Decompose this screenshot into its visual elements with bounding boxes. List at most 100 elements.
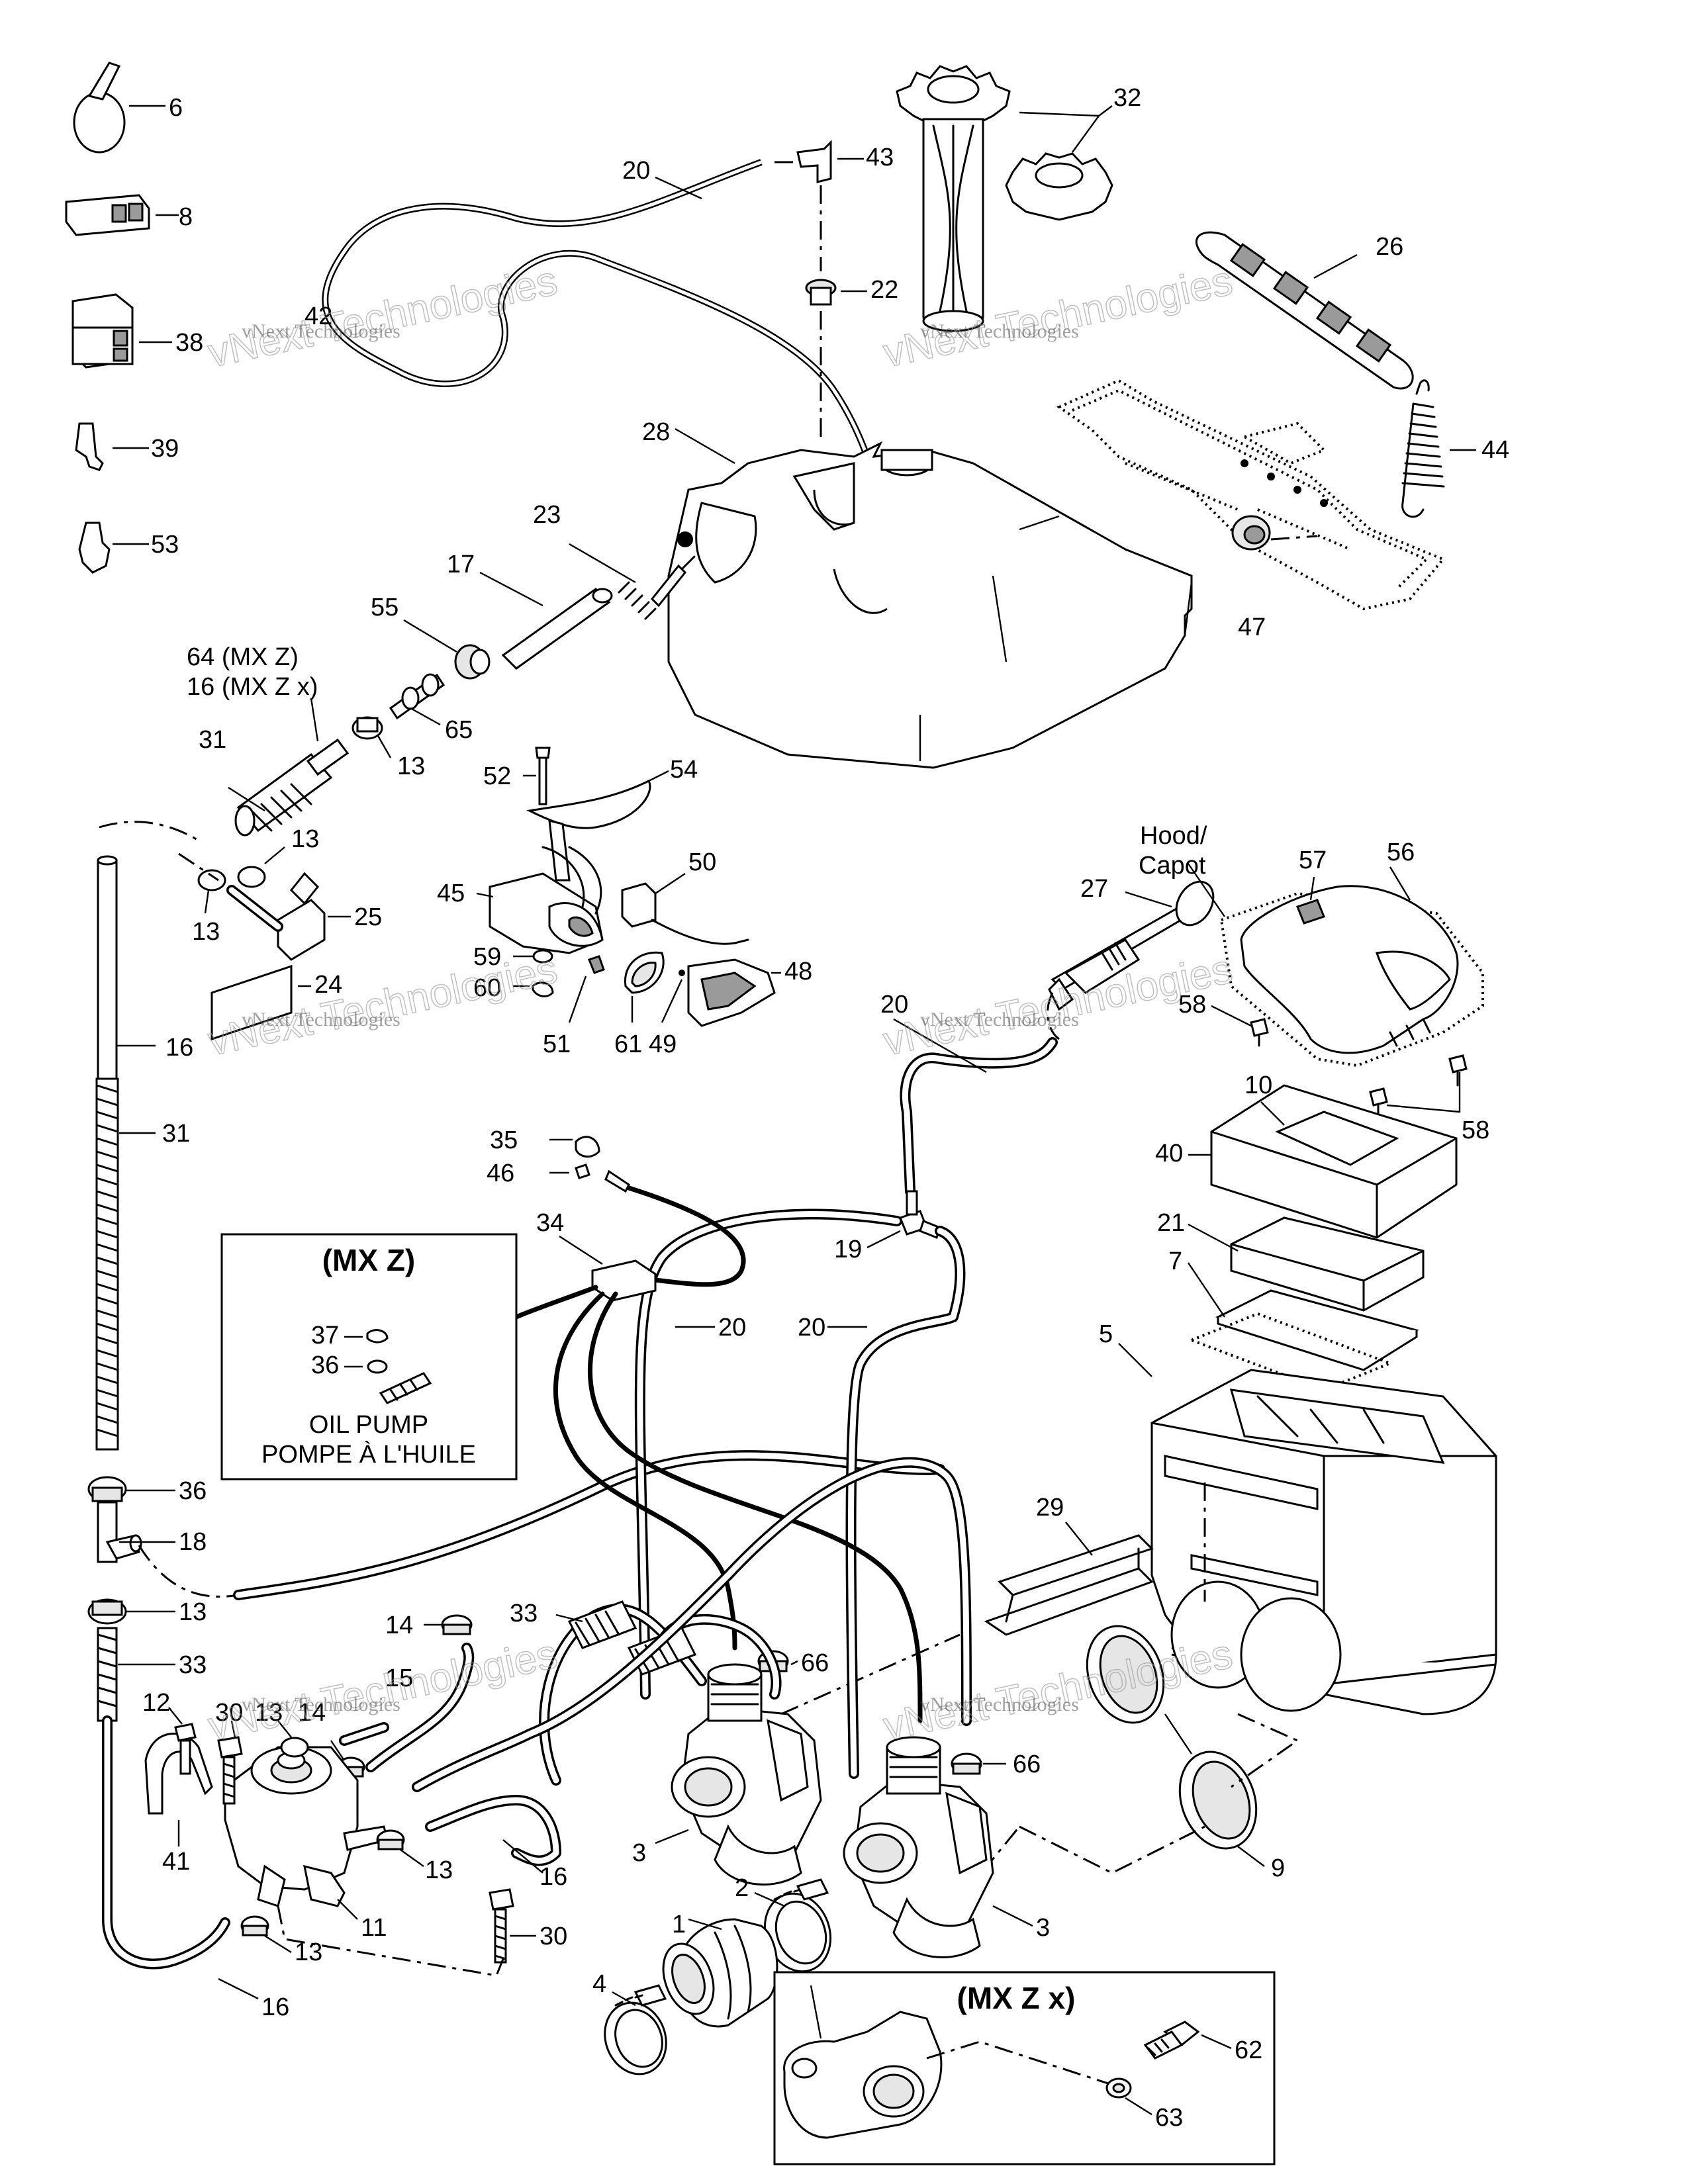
clamp-13-pump-a [277, 1720, 309, 1758]
watermark-big-6: vNext Technologies [880, 1631, 1237, 1750]
cable-throttle [549, 1163, 746, 1287]
callout-35: 35 [490, 1126, 518, 1154]
callout-63: 63 [1155, 2104, 1183, 2132]
callout-31-lower: 31 [162, 1120, 190, 1148]
washer-63 [1105, 2077, 1152, 2116]
callout-5: 5 [1099, 1320, 1113, 1348]
callout-29: 29 [1036, 1494, 1064, 1522]
screen-7 [1188, 1262, 1419, 1371]
dash-pump [277, 1905, 504, 1977]
callout-21: 21 [1157, 1209, 1185, 1237]
callout-3-right: 3 [1036, 1914, 1050, 1942]
clip-35 [549, 1136, 600, 1158]
callout-labels: 6 8 38 39 53 20 43 32 22 26 42 28 44 23 … [142, 84, 1509, 2132]
fuel-pump-11 [224, 1746, 389, 1920]
callout-15: 15 [385, 1664, 413, 1692]
mxzx-box: (MX Z x) [773, 1971, 1276, 2165]
callout-14-lower: 14 [298, 1699, 326, 1727]
bolt-30-upper [217, 1720, 243, 1805]
fuel-valve-25 [226, 872, 351, 961]
hose-16-lower-center [425, 1795, 561, 1874]
clamp-13-left-b [87, 1598, 175, 1625]
mxzx-box-title: (MX Z x) [957, 1981, 1076, 2015]
dash-carb1 [780, 1633, 961, 1715]
callout-8: 8 [179, 203, 193, 231]
callout-34: 34 [536, 1209, 564, 1237]
junction-34 [559, 1235, 657, 1302]
callout-19: 19 [834, 1236, 862, 1263]
label-10 [1260, 1101, 1399, 1166]
callout-33-lower: 33 [179, 1651, 207, 1679]
callout-48: 48 [784, 958, 812, 985]
callout-42: 42 [305, 302, 332, 330]
callout-capot: Capot [1139, 852, 1206, 880]
callout-13-pump-top: 13 [255, 1699, 283, 1727]
primer-27 [1048, 880, 1215, 1011]
cover-56 [1240, 866, 1459, 1054]
callout-3-left: 3 [632, 1839, 646, 1867]
callout-53: 53 [151, 531, 179, 559]
sleeve-1 [662, 1918, 778, 2028]
callout-58-upper: 58 [1178, 991, 1206, 1019]
callout-16-upper: 16 [165, 1034, 193, 1062]
callout-65: 65 [445, 716, 473, 744]
clamp-66-b [951, 1752, 1006, 1775]
callout-57: 57 [1299, 846, 1327, 874]
callout-22: 22 [870, 276, 898, 304]
washer-59 [513, 949, 553, 964]
callout-40: 40 [1155, 1140, 1183, 1167]
callout-20-primer: 20 [880, 991, 908, 1019]
latch-57 [1296, 876, 1325, 925]
fuel-filter-31 [228, 698, 350, 837]
callout-41: 41 [162, 1848, 190, 1876]
hose-16-lower-left [102, 1715, 259, 2000]
clamp-4 [604, 1984, 667, 2075]
callout-16-mxzx: 16 (MX Z x) [187, 673, 318, 701]
callout-56: 56 [1387, 839, 1415, 866]
callout-44: 44 [1481, 436, 1509, 464]
watermark-small-6: vNext Technologies [920, 1694, 1079, 1715]
callout-64-mxz: 64 (MX Z) [187, 643, 299, 671]
callout-38: 38 [175, 329, 203, 357]
screw-51 [568, 955, 605, 1023]
hose-short-15 [339, 1643, 475, 1772]
carburetor-3-left [655, 1663, 822, 1886]
callout-17: 17 [447, 551, 475, 578]
callout-20-center-right: 20 [798, 1314, 825, 1342]
callout-26: 26 [1376, 233, 1403, 261]
callout-43: 43 [866, 144, 894, 171]
callout-13-valve-bottom: 13 [192, 918, 220, 946]
oil-pump-text-fr: POMPE À L'HUILE [261, 1440, 476, 1469]
callout-11: 11 [361, 1914, 387, 1942]
callout-6: 6 [169, 94, 183, 122]
callout-13-pump-right: 13 [425, 1856, 453, 1884]
clamp-13-upper [352, 716, 392, 758]
connector-part-38 [71, 293, 172, 369]
bumper-47 [1231, 515, 1318, 551]
callout-13-left-b: 13 [179, 1598, 207, 1626]
callout-30-lower: 30 [539, 1923, 567, 1950]
callout-32: 32 [1113, 84, 1141, 112]
elbow-fitting-43 [796, 140, 864, 183]
watermark-small-1: vNext Technologies [242, 320, 400, 342]
label-24 [211, 964, 311, 1041]
watermark-big-1: vNext Technologies [205, 258, 561, 377]
fuel-cap-32 [1005, 152, 1113, 221]
guard-48 [687, 958, 781, 1027]
hose-20-primer [893, 1018, 1058, 1197]
spring-23 [569, 543, 696, 620]
callout-24: 24 [314, 971, 342, 999]
clamp-13-pump-c [240, 1915, 292, 1954]
callout-30-upper: 30 [215, 1699, 243, 1727]
callout-25: 25 [354, 903, 382, 931]
clip-60 [513, 981, 554, 997]
tee-18 [97, 1501, 175, 1563]
watermark-small-2: vNext Technologies [920, 320, 1079, 342]
screws-58 [1211, 1005, 1468, 1120]
callout-13-pump-bottom: 13 [295, 1938, 322, 1966]
bolt-12 [168, 1707, 197, 1775]
dash-tee [138, 1545, 239, 1598]
callout-16-center: 16 [539, 1863, 567, 1891]
watermark-small-3: vNext Technologies [242, 1009, 400, 1030]
fitting-65 [389, 673, 445, 726]
